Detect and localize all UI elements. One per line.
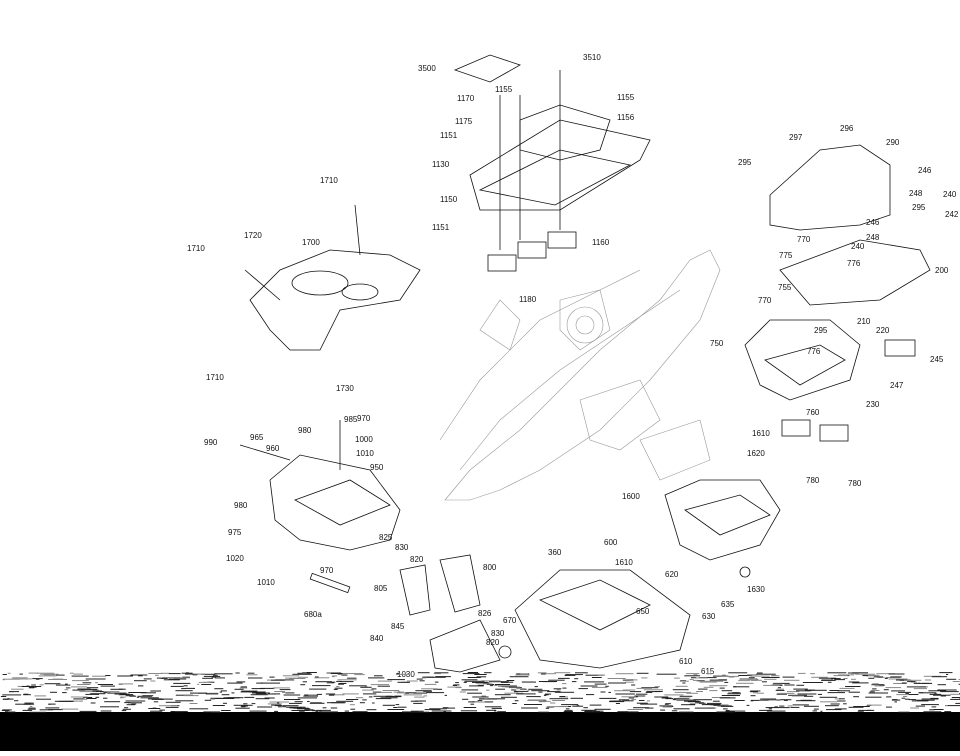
callout-775: 775 bbox=[779, 251, 793, 260]
callout-1710: 1710 bbox=[187, 244, 205, 253]
lower-panels bbox=[400, 480, 780, 672]
callout-230: 230 bbox=[866, 400, 880, 409]
callout-750: 750 bbox=[710, 339, 724, 348]
callout-630: 630 bbox=[702, 612, 716, 621]
callout-800: 800 bbox=[483, 563, 497, 572]
callout-610: 610 bbox=[679, 657, 693, 666]
callout-210: 210 bbox=[857, 317, 871, 326]
callout-220: 220 bbox=[876, 326, 890, 335]
callout-1155: 1155 bbox=[495, 85, 513, 94]
callout-248: 248 bbox=[866, 233, 880, 242]
callout-1155: 1155 bbox=[617, 93, 635, 102]
callout-296: 296 bbox=[840, 124, 854, 133]
callout-1130: 1130 bbox=[432, 160, 450, 169]
callout-200: 200 bbox=[935, 266, 949, 275]
callout-1180: 1180 bbox=[519, 295, 537, 304]
callout-295: 295 bbox=[738, 158, 752, 167]
callout-780: 780 bbox=[806, 476, 820, 485]
callout-826: 826 bbox=[478, 609, 492, 618]
callout-1160: 1160 bbox=[592, 238, 610, 247]
callout-295: 295 bbox=[912, 203, 926, 212]
callout-360: 360 bbox=[548, 548, 562, 557]
callout-985: 985 bbox=[344, 415, 358, 424]
callout-245: 245 bbox=[930, 355, 944, 364]
callout-1170: 1170 bbox=[457, 94, 475, 103]
callout-248: 248 bbox=[909, 189, 923, 198]
callout-1151: 1151 bbox=[432, 223, 450, 232]
callout-960: 960 bbox=[266, 444, 280, 453]
right-fender bbox=[745, 145, 930, 441]
callout-840: 840 bbox=[370, 634, 384, 643]
callout-965: 965 bbox=[250, 433, 264, 442]
callout-1720: 1720 bbox=[244, 231, 262, 240]
callout-1156: 1156 bbox=[617, 113, 635, 122]
callout-295: 295 bbox=[814, 326, 828, 335]
callout-760: 760 bbox=[806, 408, 820, 417]
center-console bbox=[455, 55, 650, 271]
callout-1010: 1010 bbox=[356, 449, 374, 458]
callout-1620: 1620 bbox=[747, 449, 765, 458]
callout-950: 950 bbox=[370, 463, 384, 472]
left-fender bbox=[245, 205, 420, 350]
callout-755: 755 bbox=[778, 283, 792, 292]
callout-1730: 1730 bbox=[336, 384, 354, 393]
callout-242: 242 bbox=[945, 210, 959, 219]
callout-776: 776 bbox=[807, 347, 821, 356]
callout-240: 240 bbox=[851, 242, 865, 251]
callout-1150: 1150 bbox=[440, 195, 458, 204]
callout-970: 970 bbox=[357, 414, 371, 423]
callout-970: 970 bbox=[320, 566, 334, 575]
callout-1000: 1000 bbox=[355, 435, 373, 444]
callout-825: 825 bbox=[379, 533, 393, 542]
callout-975: 975 bbox=[228, 528, 242, 537]
callout-820: 820 bbox=[486, 638, 500, 647]
callout-820: 820 bbox=[410, 555, 424, 564]
callout-980: 980 bbox=[298, 426, 312, 435]
callout-780: 780 bbox=[848, 479, 862, 488]
callout-680a: 680a bbox=[304, 610, 322, 619]
callout-620: 620 bbox=[665, 570, 679, 579]
callout-1610: 1610 bbox=[752, 429, 770, 438]
callout-990: 990 bbox=[204, 438, 218, 447]
callout-247: 247 bbox=[890, 381, 904, 390]
callout-805: 805 bbox=[374, 584, 388, 593]
callout-980: 980 bbox=[234, 501, 248, 510]
callout-1151: 1151 bbox=[440, 131, 458, 140]
callout-1710: 1710 bbox=[320, 176, 338, 185]
vehicle-frame bbox=[440, 250, 720, 500]
callout-845: 845 bbox=[391, 622, 405, 631]
callout-1010: 1010 bbox=[257, 578, 275, 587]
callout-240: 240 bbox=[943, 190, 957, 199]
callout-290: 290 bbox=[886, 138, 900, 147]
callout-635: 635 bbox=[721, 600, 735, 609]
callout-246: 246 bbox=[866, 218, 880, 227]
callout-600: 600 bbox=[604, 538, 618, 547]
callout-770: 770 bbox=[797, 235, 811, 244]
callout-770: 770 bbox=[758, 296, 772, 305]
callout-776: 776 bbox=[847, 259, 861, 268]
callout-830: 830 bbox=[395, 543, 409, 552]
callout-1700: 1700 bbox=[302, 238, 320, 247]
callout-1600: 1600 bbox=[622, 492, 640, 501]
callout-297: 297 bbox=[789, 133, 803, 142]
callout-1710: 1710 bbox=[206, 373, 224, 382]
callout-1610: 1610 bbox=[615, 558, 633, 567]
scan-noise-band bbox=[0, 672, 960, 751]
callout-670: 670 bbox=[503, 616, 517, 625]
callout-1175: 1175 bbox=[455, 117, 473, 126]
callout-3500: 3500 bbox=[418, 64, 436, 73]
callout-650: 650 bbox=[636, 607, 650, 616]
callout-830: 830 bbox=[491, 629, 505, 638]
callout-1020: 1020 bbox=[226, 554, 244, 563]
callout-246: 246 bbox=[918, 166, 932, 175]
callout-3510: 3510 bbox=[583, 53, 601, 62]
callout-1630: 1630 bbox=[747, 585, 765, 594]
